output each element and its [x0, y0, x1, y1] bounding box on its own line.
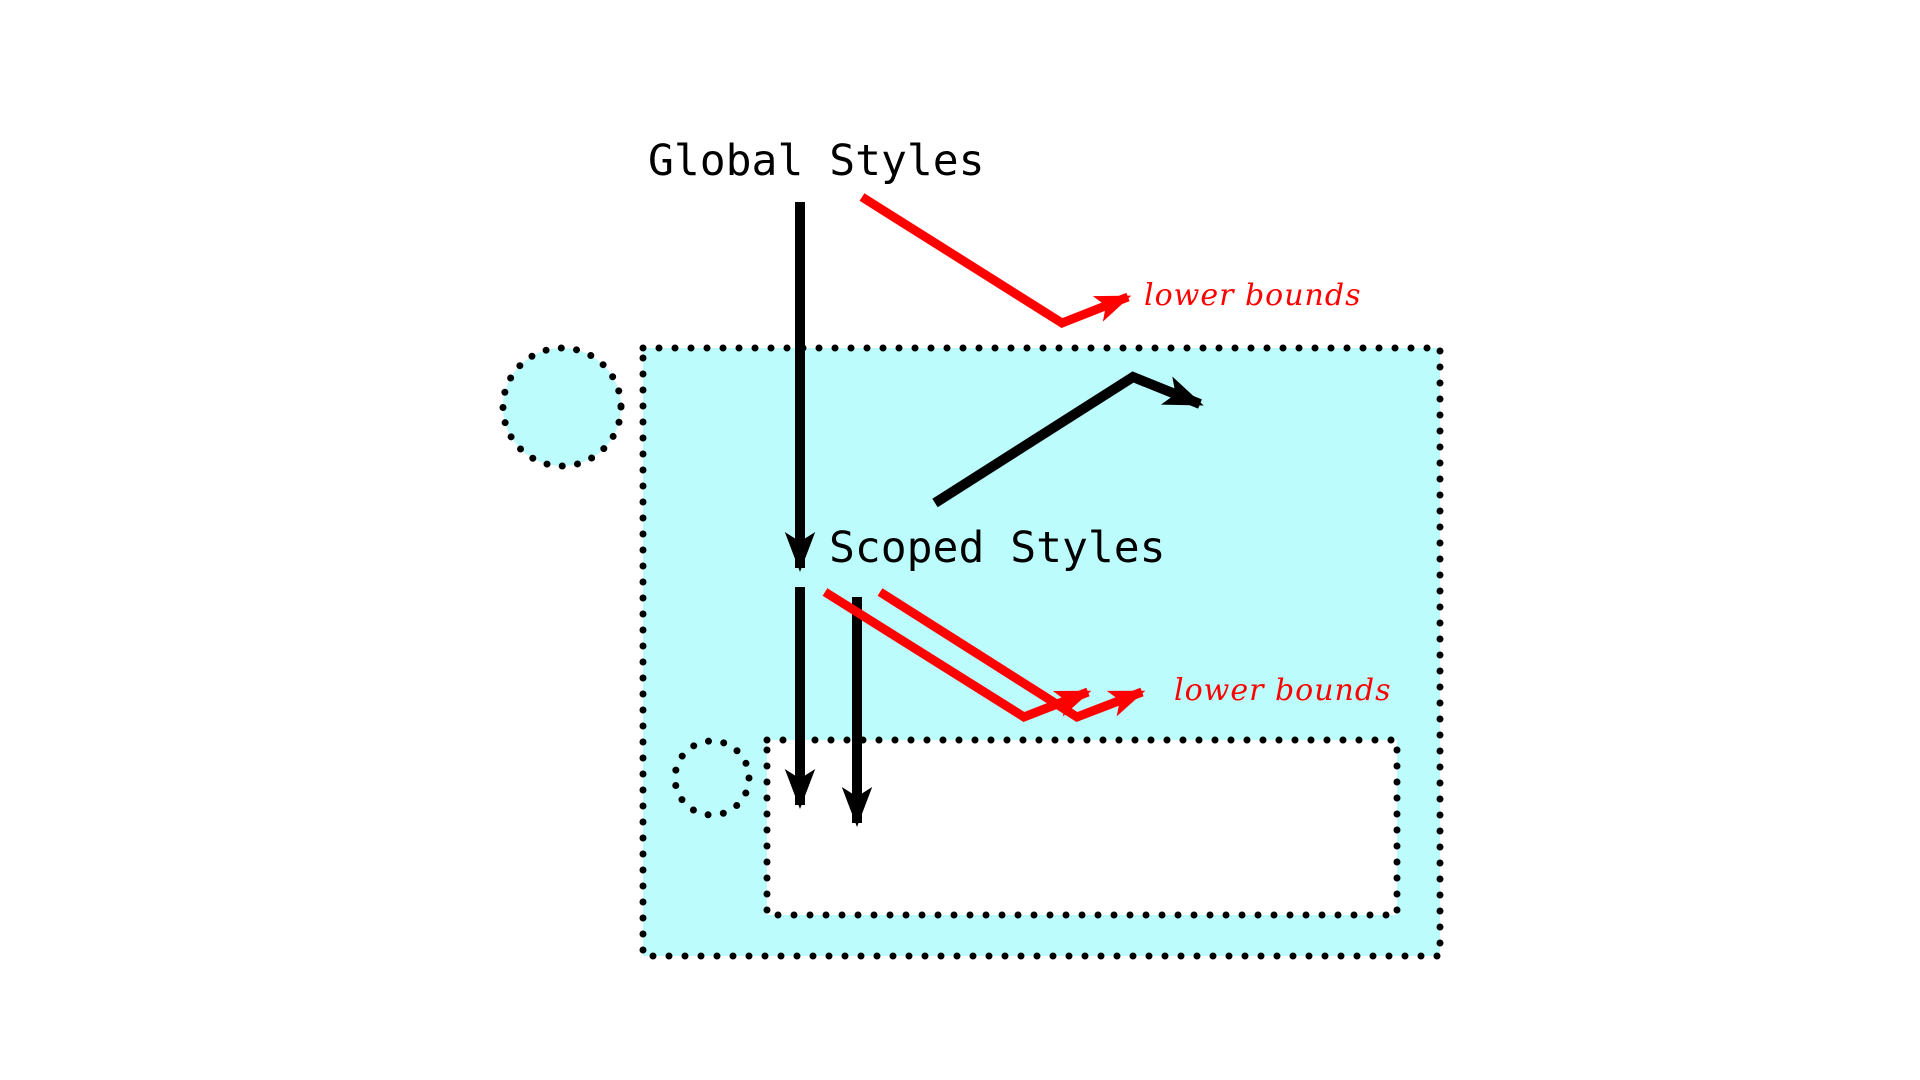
- lower-bounds-label-bottom: lower bounds: [1174, 673, 1391, 708]
- inner-scope-root-circle: [671, 737, 753, 819]
- scoped-lower-bound-arrow-left: [822, 588, 1092, 723]
- outer-scope-root-circle: [499, 344, 625, 470]
- scoped-lower-bound-arrow-right: [877, 588, 1146, 723]
- lower-bounds-label-top: lower bounds: [1144, 278, 1361, 313]
- global-styles-label: Global Styles: [648, 136, 985, 186]
- inner-scope-box: [763, 736, 1401, 919]
- global-lower-bound-arrow: [859, 193, 1132, 329]
- scoped-styles-label: Scoped Styles: [829, 523, 1166, 573]
- scope-escape-arrow: [932, 371, 1204, 508]
